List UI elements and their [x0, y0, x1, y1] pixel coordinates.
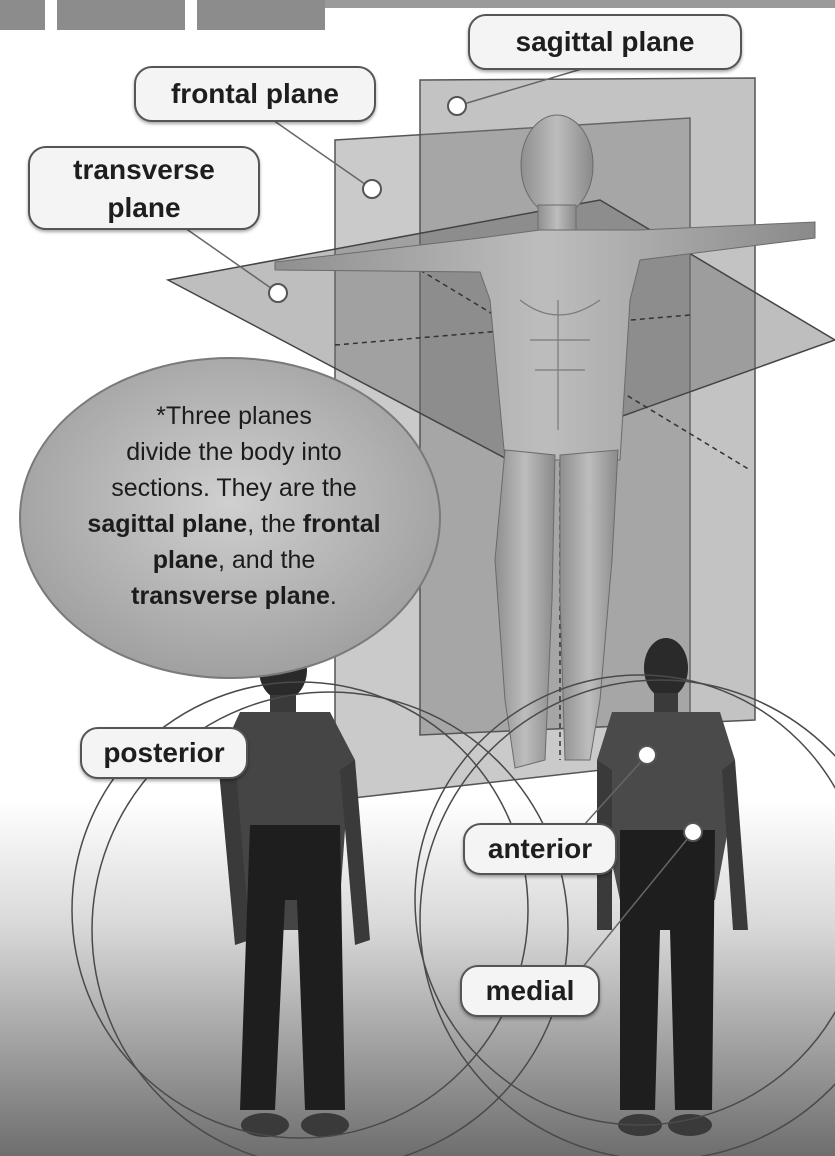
anterior-label: anterior [463, 823, 617, 875]
note-line-2: divide the body into [126, 438, 341, 466]
frontal-plane-label-text: frontal plane [136, 68, 374, 120]
sagittal-plane-label-text: sagittal plane [470, 16, 740, 68]
note-bold-frontal: frontal [303, 510, 381, 538]
medial-label-text: medial [462, 967, 598, 1015]
frontal-marker-dot [363, 180, 381, 198]
posterior-label: posterior [80, 727, 248, 779]
medial-label: medial [460, 965, 600, 1017]
note-period: . [330, 582, 337, 610]
note-text-the: , the [247, 510, 303, 538]
transverse-plane-label-line1: transverse [30, 151, 258, 189]
note-line-3: sections. They are the [111, 474, 357, 502]
anterior-marker-dot [638, 746, 656, 764]
note-bold-transverse: transverse plane [131, 582, 330, 610]
frontal-plane-label: frontal plane [134, 66, 376, 122]
note-line-1: *Three planes [156, 402, 312, 430]
medial-marker-dot [684, 823, 702, 841]
anterior-label-text: anterior [465, 825, 615, 873]
transverse-marker-dot [269, 284, 287, 302]
transverse-plane-label-line2: plane [30, 189, 258, 227]
transverse-plane-label: transverse plane [28, 146, 260, 230]
note-bold-sagittal: sagittal plane [87, 510, 247, 538]
note-text-and-the: , and the [218, 546, 315, 574]
sagittal-marker-dot [448, 97, 466, 115]
note-text: *Three planes divide the body into secti… [44, 398, 424, 638]
sagittal-plane-label: sagittal plane [468, 14, 742, 70]
note-bold-plane: plane [153, 546, 218, 574]
posterior-label-text: posterior [82, 729, 246, 777]
